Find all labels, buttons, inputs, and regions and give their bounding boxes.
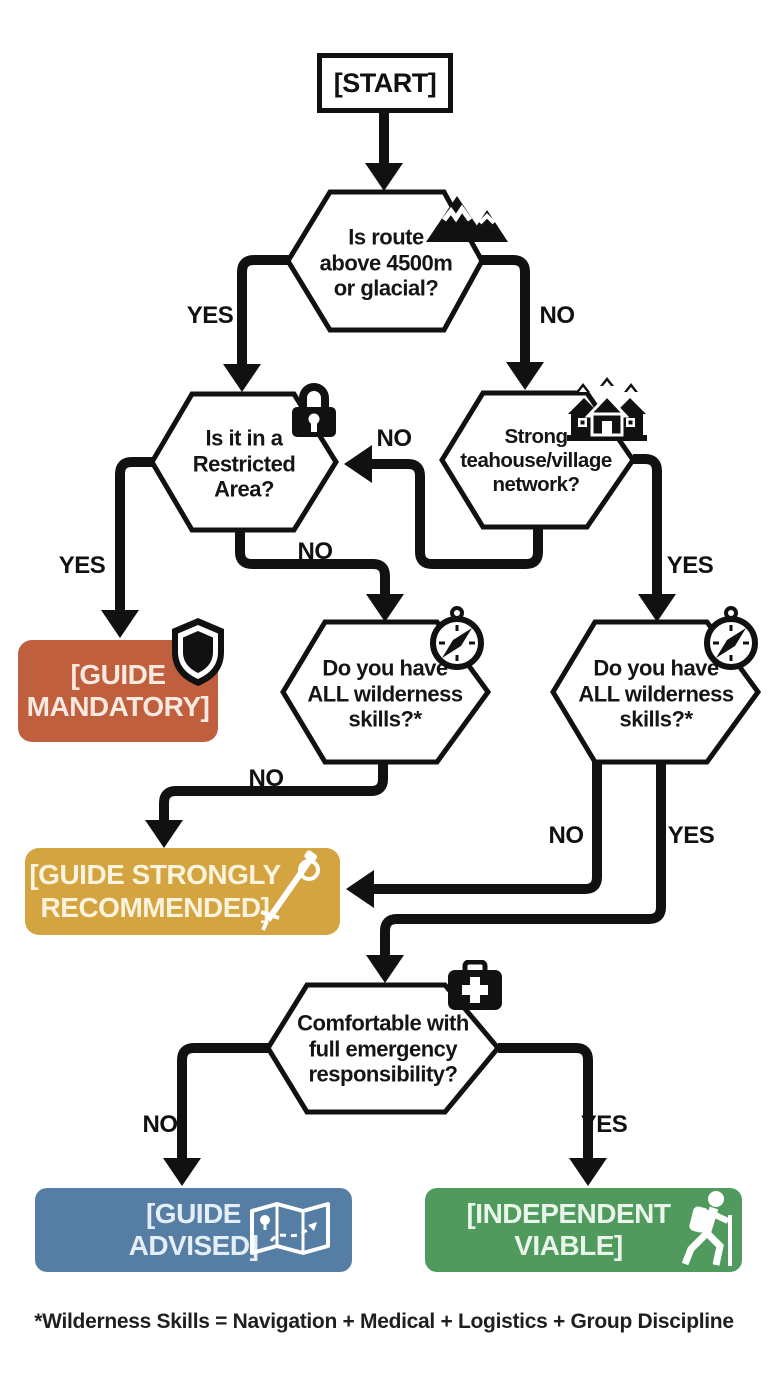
guide-strongly-recommended-box: [GUIDE STRONGLY RECOMMENDED] (25, 848, 340, 935)
edge-label-skills-right-no: NO (548, 822, 585, 849)
guide-mandatory-label: [GUIDE MANDATORY] (26, 658, 210, 722)
edge-label-teahouse-yes: YES (666, 552, 714, 579)
edge-emergency-yes-independent (498, 1043, 607, 1186)
emergency-question: Comfortable with full emergency responsi… (297, 1010, 469, 1087)
skills-right-hexagon (550, 619, 762, 765)
compass-icon (430, 606, 484, 670)
edge-label-skills-right-yes: YES (667, 822, 715, 849)
hiker-icon (681, 1191, 732, 1266)
altitude-question: Is route above 4500m or glacial? (319, 224, 453, 301)
arrowhead (366, 955, 404, 983)
edge-label-altitude-no: NO (539, 302, 576, 329)
compass-icon (704, 606, 758, 670)
trekking-pole-icon (260, 850, 320, 931)
padlock-icon (292, 383, 336, 437)
village-icon (567, 377, 647, 441)
skills-right-question: Do you have ALL wilderness skills?* (578, 655, 734, 732)
edge-start-altitude (365, 112, 403, 191)
wilderness-skills-footnote: *Wilderness Skills = Navigation + Medica… (34, 1310, 734, 1333)
start-node: [START] (317, 53, 453, 113)
start-label: [START] (333, 67, 437, 98)
edge-label-skills-left-no: NO (248, 765, 285, 792)
arrowhead (163, 1158, 201, 1186)
arrowhead (366, 594, 404, 622)
edge-altitude-no-teahouse (478, 255, 544, 390)
shield-icon (172, 618, 224, 686)
edge-restricted-yes-guide-mandatory (101, 457, 152, 638)
edge-label-teahouse-no: NO (376, 425, 413, 452)
edge-skills-right-no-recommended (346, 762, 602, 908)
guide-advised-label: [GUIDE ADVISED] (128, 1197, 259, 1261)
edge-label-emergency-no: NO (142, 1111, 179, 1138)
teahouse-question: Strong teahouse/village network? (460, 425, 612, 496)
mountains-icon (426, 196, 508, 242)
guide-strongly-recommended-label: [GUIDE STRONGLY RECOMMENDED] (29, 859, 281, 923)
arrowhead (638, 594, 676, 622)
first-aid-kit-icon (448, 960, 502, 1010)
map-icon (250, 1202, 330, 1255)
edge-teahouse-yes-skills-right (633, 454, 676, 622)
arrowhead (569, 1158, 607, 1186)
edge-altitude-yes-restricted (223, 255, 292, 392)
edge-skills-left-no-recommended (145, 762, 388, 848)
edge-skills-right-yes-emergency (366, 762, 666, 983)
altitude-hexagon (285, 189, 485, 333)
guide-advised-box: [GUIDE ADVISED] (35, 1188, 352, 1272)
arrowhead (506, 362, 544, 390)
arrowhead (223, 364, 261, 392)
edge-restricted-no-skills-left (235, 530, 404, 622)
arrowhead (101, 610, 139, 638)
arrowhead (365, 163, 403, 191)
edge-label-restricted-no: NO (297, 538, 334, 565)
arrowhead (346, 870, 374, 908)
restricted-question: Is it in a Restricted Area? (192, 425, 296, 502)
arrowhead (344, 445, 372, 483)
restricted-hexagon (149, 391, 339, 533)
emergency-hexagon (265, 982, 502, 1115)
edge-label-emergency-yes: YES (580, 1111, 628, 1138)
edge-emergency-no-guide-advised (163, 1043, 268, 1186)
skills-left-question: Do you have ALL wilderness skills?* (307, 655, 463, 732)
edge-label-altitude-yes: YES (186, 302, 234, 329)
independent-viable-label: [INDEPENDENT VIABLE] (466, 1197, 671, 1261)
edge-label-restricted-yes: YES (58, 552, 106, 579)
edge-teahouse-no-restricted (344, 445, 543, 569)
arrowhead (145, 820, 183, 848)
